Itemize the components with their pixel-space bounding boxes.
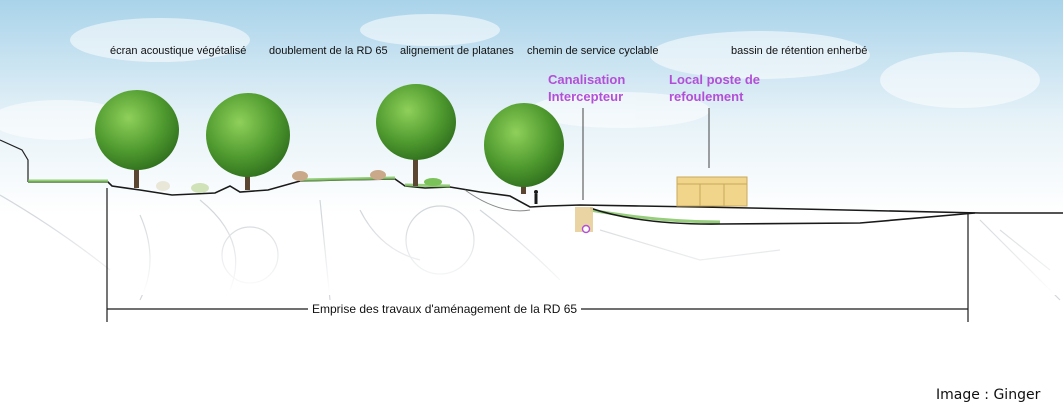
pedestrian-figure xyxy=(534,190,538,204)
callout-local-line1: Local poste de xyxy=(669,72,761,87)
callout-local-poste: Local poste de refoulement xyxy=(669,71,760,105)
callout-canalisation-line2: Intercepteur xyxy=(548,89,624,104)
tree-1 xyxy=(95,90,179,188)
building-edge-left xyxy=(0,139,29,182)
pumping-station-building xyxy=(676,176,748,207)
tree-2 xyxy=(206,93,290,190)
ditch-shape xyxy=(464,189,531,212)
callout-canalisation-line1: Canalisation xyxy=(548,72,626,87)
callout-local-line2: refoulement xyxy=(669,89,744,104)
image-credit: Image : Ginger xyxy=(936,387,1041,403)
interceptor-pipe xyxy=(581,224,591,234)
label-ecran-acoustique: écran acoustique végétalisé xyxy=(110,45,247,57)
label-bassin-retention: bassin de rétention enherbé xyxy=(731,45,868,57)
ground-fade xyxy=(0,215,1063,295)
label-chemin-service: chemin de service cyclable xyxy=(527,45,659,57)
callout-canalisation: Canalisation Intercepteur xyxy=(548,71,625,105)
shrubs xyxy=(156,170,442,193)
retention-basin xyxy=(589,207,976,225)
label-alignement-platanes: alignement de platanes xyxy=(400,45,514,57)
grass-strip xyxy=(28,176,721,224)
tree-4 xyxy=(484,103,564,194)
label-doublement-rd65: doublement de la RD 65 xyxy=(269,45,388,57)
tree-3 xyxy=(376,84,456,186)
dimension-label: Emprise des travaux d'aménagement de la … xyxy=(308,302,582,316)
